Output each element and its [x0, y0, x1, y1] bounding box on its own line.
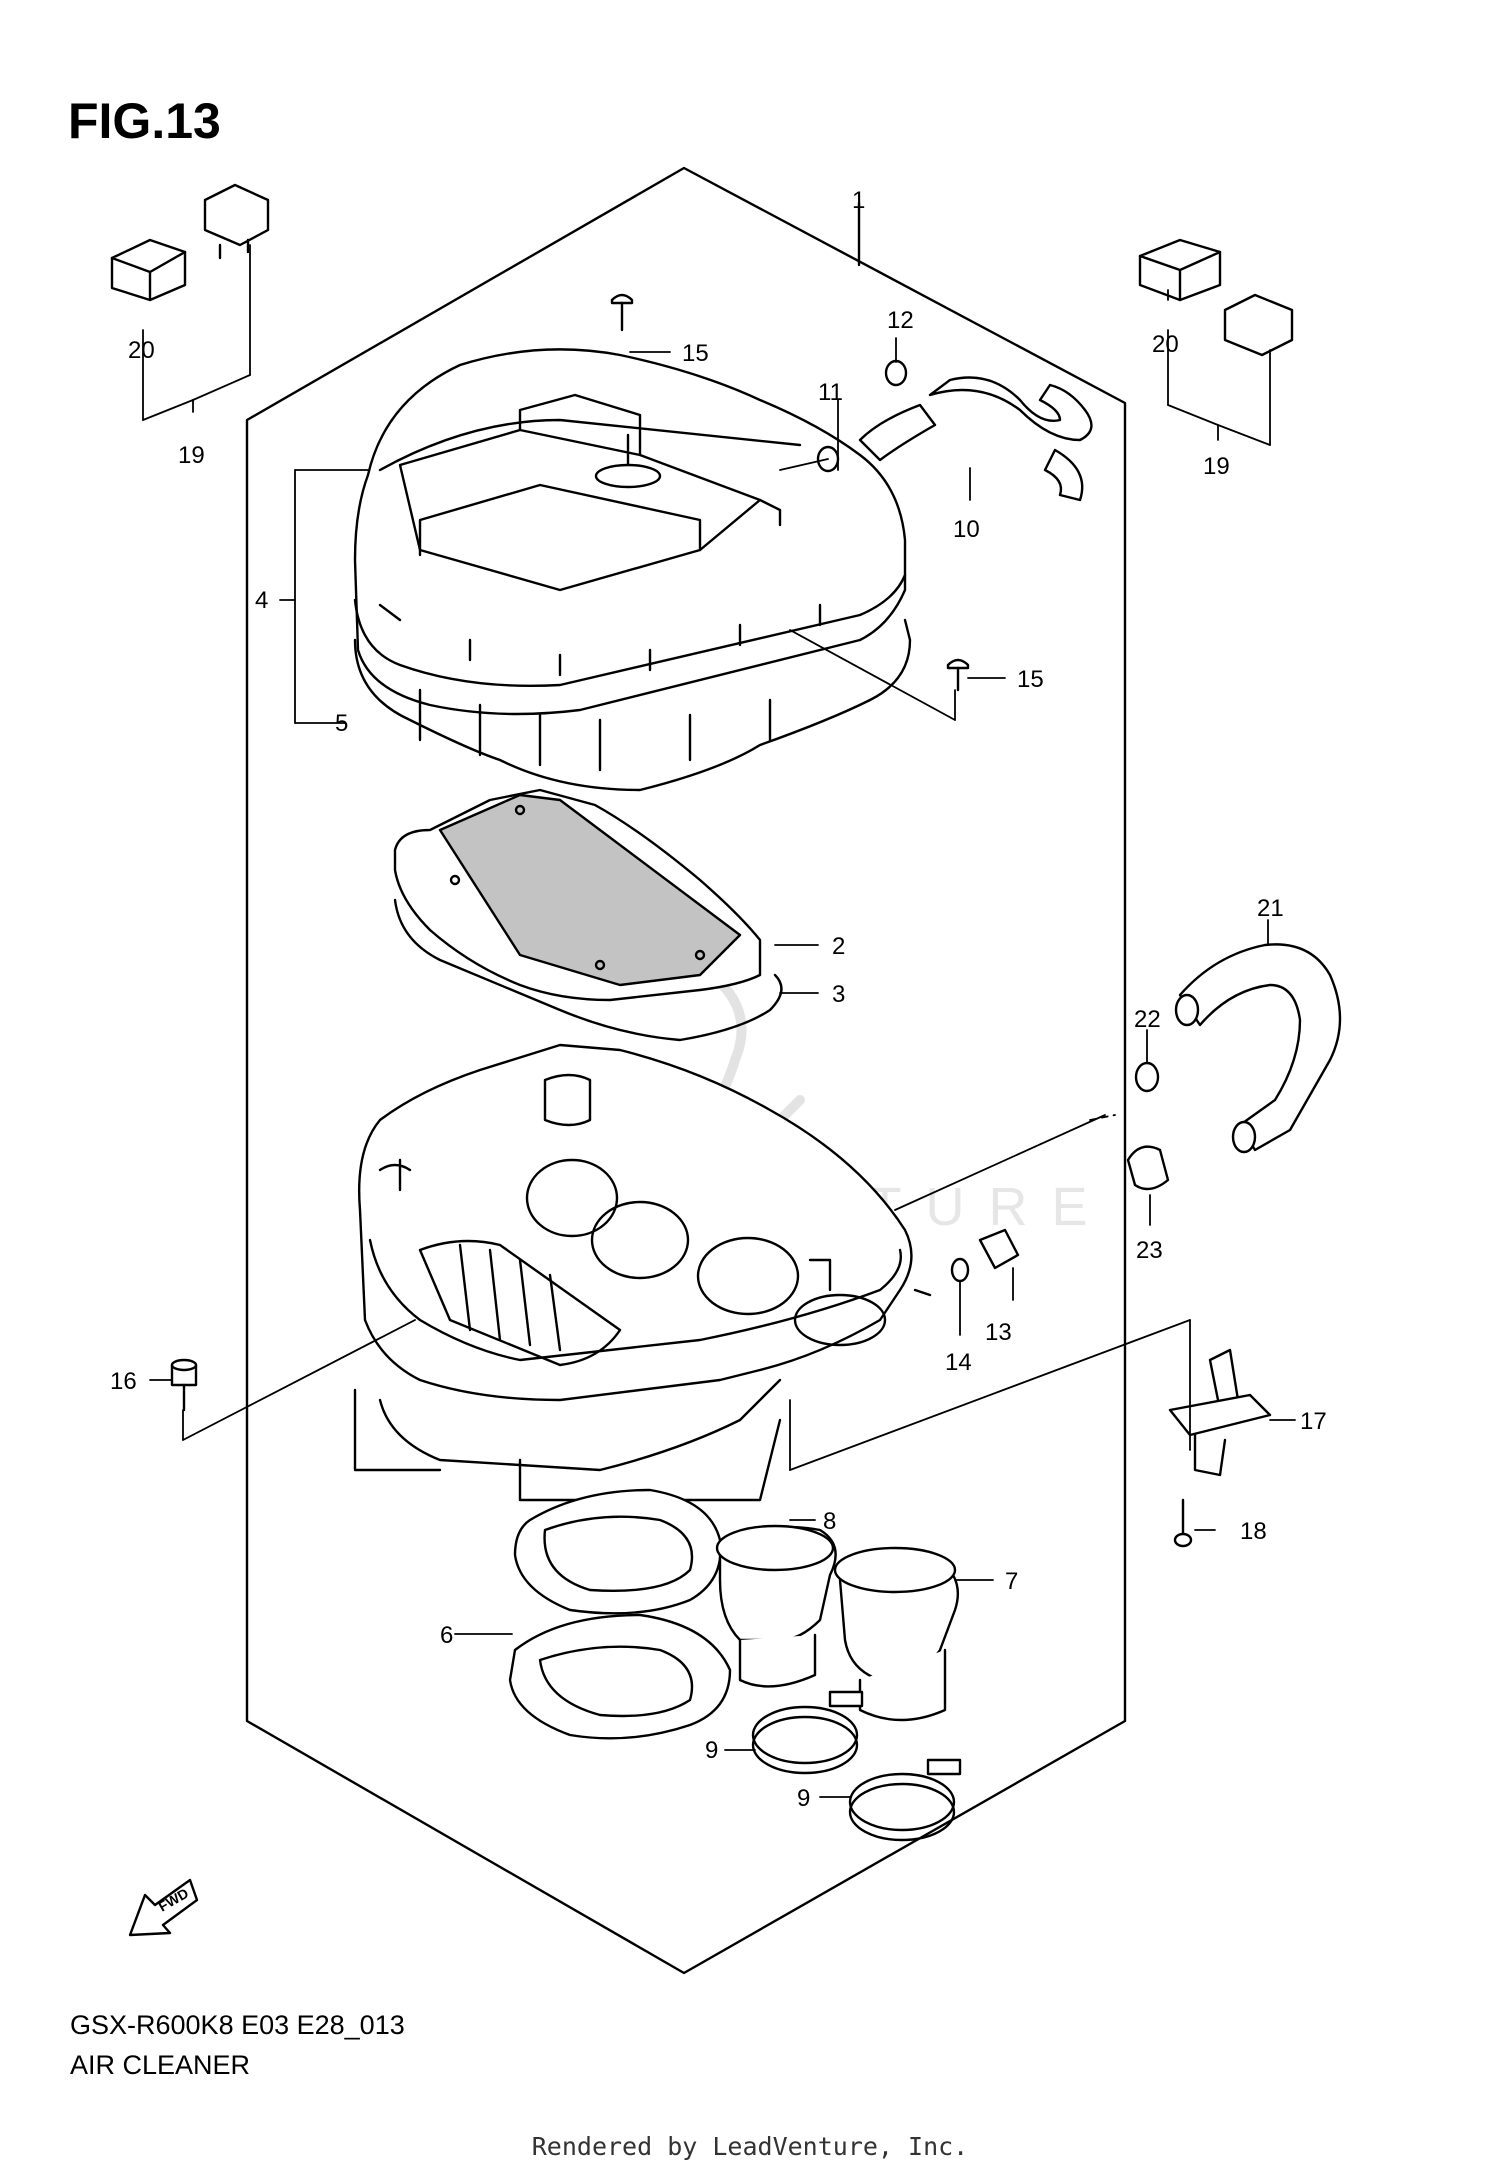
- section-name: AIR CLEANER: [70, 2050, 251, 2080]
- callout-1: 1: [852, 187, 865, 214]
- callout-20a: 20: [128, 337, 155, 364]
- cover-gasket: [353, 618, 912, 792]
- callout-6: 6: [440, 1622, 453, 1649]
- fwd-arrow-icon: [128, 1878, 199, 1937]
- connectors-right: [1138, 238, 1294, 357]
- filter-gasket: [393, 898, 783, 1042]
- clip-12: [884, 359, 908, 387]
- callout-20b: 20: [1152, 331, 1179, 358]
- callout-17: 17: [1300, 1408, 1327, 1435]
- screw-18: [1173, 1498, 1193, 1548]
- callout-19b: 19: [1203, 453, 1230, 480]
- air-cleaner-cover: [353, 348, 907, 716]
- leader-lines: [142, 244, 1296, 1798]
- intake-boot: [508, 1488, 732, 1740]
- callout-22: 22: [1134, 1006, 1161, 1033]
- connectors-left: [110, 183, 270, 302]
- callout-labels: 1 2 3 4 5 6 7 8 9 9 10 11 12 13 14 15 15…: [110, 187, 1327, 1812]
- callout-21: 21: [1257, 895, 1284, 922]
- assembly-bracket-1: [245, 166, 1127, 1975]
- callout-14: 14: [945, 1349, 972, 1376]
- filter-element: [393, 788, 762, 1002]
- callout-16: 16: [110, 1368, 137, 1395]
- render-credit: Rendered by LeadVenture, Inc.: [531, 2132, 969, 2161]
- callout-5: 5: [335, 710, 348, 737]
- callout-15a: 15: [682, 340, 709, 367]
- velocity-stacks: [715, 1524, 960, 1722]
- callout-3: 3: [832, 981, 845, 1008]
- model-code: GSX-R600K8 E03 E28_013: [70, 2010, 405, 2040]
- drain-cap: [978, 1228, 1020, 1270]
- callout-8: 8: [823, 1508, 836, 1535]
- iat-sensor: [1168, 1348, 1272, 1477]
- breather-hose: [858, 376, 1093, 502]
- callout-4: 4: [255, 587, 268, 614]
- air-cleaner-case: [353, 1043, 932, 1502]
- callout-15b: 15: [1017, 666, 1044, 693]
- intake-hose: [1174, 943, 1342, 1154]
- callout-18: 18: [1240, 1518, 1267, 1545]
- callout-9b: 9: [797, 1785, 810, 1812]
- screws-15: [610, 293, 970, 692]
- callout-9a: 9: [705, 1737, 718, 1764]
- figure-title: FIG.13: [68, 93, 221, 149]
- callout-11: 11: [818, 379, 843, 406]
- hose-clamps: [751, 1690, 962, 1842]
- callout-12: 12: [887, 307, 914, 334]
- small-clips: [1126, 1061, 1170, 1191]
- callout-2: 2: [832, 933, 845, 960]
- callout-7: 7: [1005, 1568, 1018, 1595]
- callout-23: 23: [1136, 1237, 1163, 1264]
- callout-10: 10: [953, 516, 980, 543]
- callout-13: 13: [985, 1319, 1012, 1346]
- callout-19a: 19: [178, 442, 205, 469]
- bolt-16: [170, 1358, 198, 1412]
